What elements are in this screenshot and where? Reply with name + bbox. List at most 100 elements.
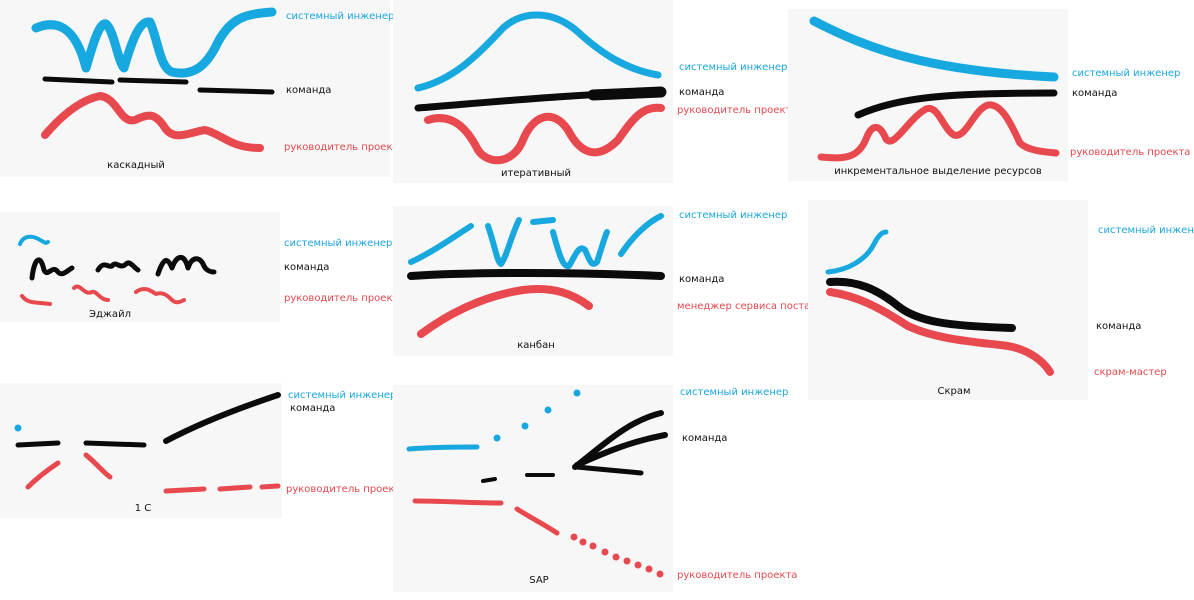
manager-dot-8 [645,565,653,573]
caption-cascade: каскадный [107,160,165,171]
panel-onec: 1 С [0,383,282,518]
engineer-dot [14,424,22,432]
engineer-curve [414,11,662,92]
team-line-bold [587,86,667,101]
engineer-dot-3 [544,406,552,414]
label-manager: руководитель проекта [677,105,798,116]
manager-stroke-1 [25,460,61,490]
label-team: команда [284,262,330,273]
team-branch-lower [574,464,644,476]
engineer-stroke-1 [408,223,474,265]
label-manager: скрам-мастер [1094,367,1167,378]
engineer-stroke-w [550,229,610,270]
manager-dot-7 [634,561,642,569]
label-engineer: системный инженер [288,390,397,401]
manager-curve [826,288,1054,376]
panel-sap: SAP [393,385,673,592]
engineer-dash [530,217,556,225]
manager-dot-4 [601,548,609,556]
label-team: команда [679,87,725,98]
sap-curves [406,389,668,578]
caption-sap: SAP [529,575,549,586]
engineer-stroke-v [485,217,522,267]
team-curve [826,277,1016,332]
team-squiggle-1 [29,257,75,281]
manager-curve [817,101,1060,162]
team-line-2 [83,440,147,448]
team-line-1 [15,440,61,448]
label-engineer: системный инженер [1072,68,1181,79]
team-line-2 [117,77,189,85]
scrum-curves [825,229,1054,376]
team-line [854,89,1058,119]
team-squiggle-2 [95,260,141,273]
panel-iterative: итеративный [393,0,673,183]
engineer-dot-1 [493,434,501,442]
label-manager: руководитель проекта [284,142,405,153]
manager-dash-1 [163,486,207,494]
manager-dot-5 [612,553,620,561]
manager-line [412,498,504,506]
engineer-dot-4 [573,389,581,397]
manager-squiggle-1 [20,294,52,306]
kanban-curves [407,213,665,338]
panel-kanban: канбан [393,206,673,356]
panel-incremental: инкрементальное выделение ресурсов [788,9,1068,181]
caption-onec: 1 С [134,503,152,514]
iterative-curves [414,11,667,165]
label-manager: руководитель проекта [677,570,798,581]
engineer-dot-2 [521,422,529,430]
panel-scrum: Скрам [808,200,1088,400]
label-team: команда [286,85,332,96]
manager-squiggle-2 [72,284,110,302]
label-team: команда [1096,321,1142,332]
caption-iterative: итеративный [500,168,572,179]
panel-agile: Эджайл [0,212,280,322]
manager-dot-2 [579,538,587,546]
engineer-curve [31,7,277,78]
team-line [407,269,665,280]
agile-curves [18,234,217,306]
label-team: команда [682,433,728,444]
manager-curve [41,92,264,152]
label-engineer: системный инженер [679,210,788,221]
manager-curve [424,103,665,165]
manager-squiggle-3 [134,286,186,305]
label-engineer: системный инженер [679,62,788,73]
engineer-stroke [18,234,50,246]
engineer-stroke-2 [618,213,664,257]
manager-dot-3 [589,542,597,550]
team-line-1 [42,76,115,85]
label-engineer: системный инженер [680,387,789,398]
panel-cascade: каскадный [0,0,390,177]
manager-slope [514,506,560,536]
team-line-3 [197,87,275,95]
label-manager: менеджер сервиса поставки [677,301,829,312]
manager-dot-9 [656,570,664,578]
engineer-curve [809,16,1059,82]
label-team: команда [679,274,725,285]
engineer-curve [825,229,889,275]
team-squiggle-3 [155,255,217,277]
label-team: команда [290,403,336,414]
label-manager: руководитель проекта [284,293,405,304]
label-engineer: системный инженер [284,238,393,249]
label-engineer: системный инженер [286,11,395,22]
incremental-curves [809,16,1060,162]
label-manager: руководитель проекта [1070,147,1191,158]
label-team: команда [1072,88,1118,99]
cascade-curves [31,7,277,152]
caption-kanban: канбан [517,340,555,351]
manager-dash-2 [217,484,253,492]
manager-stroke-2 [83,452,113,480]
caption-agile: Эджайл [89,309,131,320]
team-dash-1 [481,477,497,483]
team-line-3 [163,392,281,444]
manager-dot-1 [570,533,578,541]
label-manager: руководитель проекта [286,484,407,495]
caption-incremental: инкрементальное выделение ресурсов [834,166,1042,177]
onec-curves [14,392,281,494]
caption-scrum: Скрам [937,386,971,397]
team-branch-middle [574,432,668,468]
engineer-line [406,444,480,452]
